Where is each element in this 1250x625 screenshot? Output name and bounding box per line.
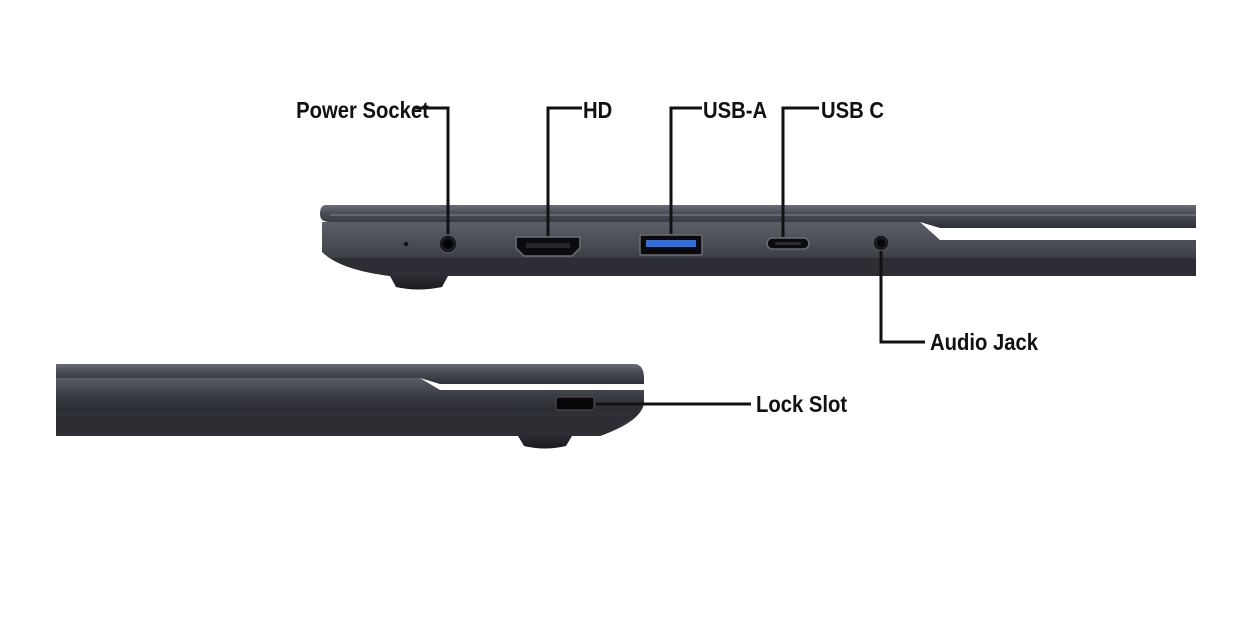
laptop-lid-bottom xyxy=(56,364,644,384)
power-socket-icon xyxy=(438,234,458,254)
label-audio-jack: Audio Jack xyxy=(930,329,1038,355)
usb-c-port-inner xyxy=(775,242,801,245)
label-lock-slot: Lock Slot xyxy=(756,391,848,417)
laptop-lid-top xyxy=(320,205,1196,228)
leader-line-audio-jack xyxy=(879,251,925,344)
hdmi-port-inner xyxy=(526,243,570,248)
laptop-right-side-view xyxy=(320,205,1196,290)
laptop-body-bottom-band xyxy=(330,258,1196,276)
led-indicator-icon xyxy=(403,241,409,247)
laptop-body-lower-band xyxy=(56,416,630,436)
label-power-socket: Power Socket xyxy=(296,97,430,123)
laptop-left-side-view xyxy=(56,364,644,449)
leader-lines xyxy=(414,106,925,406)
audio-jack-icon xyxy=(872,234,890,252)
leader-line-usb-a xyxy=(669,106,702,234)
usb-a-port-icon xyxy=(639,234,703,256)
laptop-foot-top xyxy=(390,276,448,290)
label-usb-a: USB-A xyxy=(703,97,768,123)
lid-edge-highlight xyxy=(330,214,1196,216)
leader-line-hd xyxy=(546,106,582,236)
leader-line-power-socket xyxy=(414,106,450,234)
label-hd: HD xyxy=(583,97,613,123)
leader-line-usb-c xyxy=(781,106,819,237)
lock-slot-icon xyxy=(555,396,595,411)
label-usb-c: USB C xyxy=(821,97,884,123)
laptop-foot-bottom xyxy=(518,436,572,449)
